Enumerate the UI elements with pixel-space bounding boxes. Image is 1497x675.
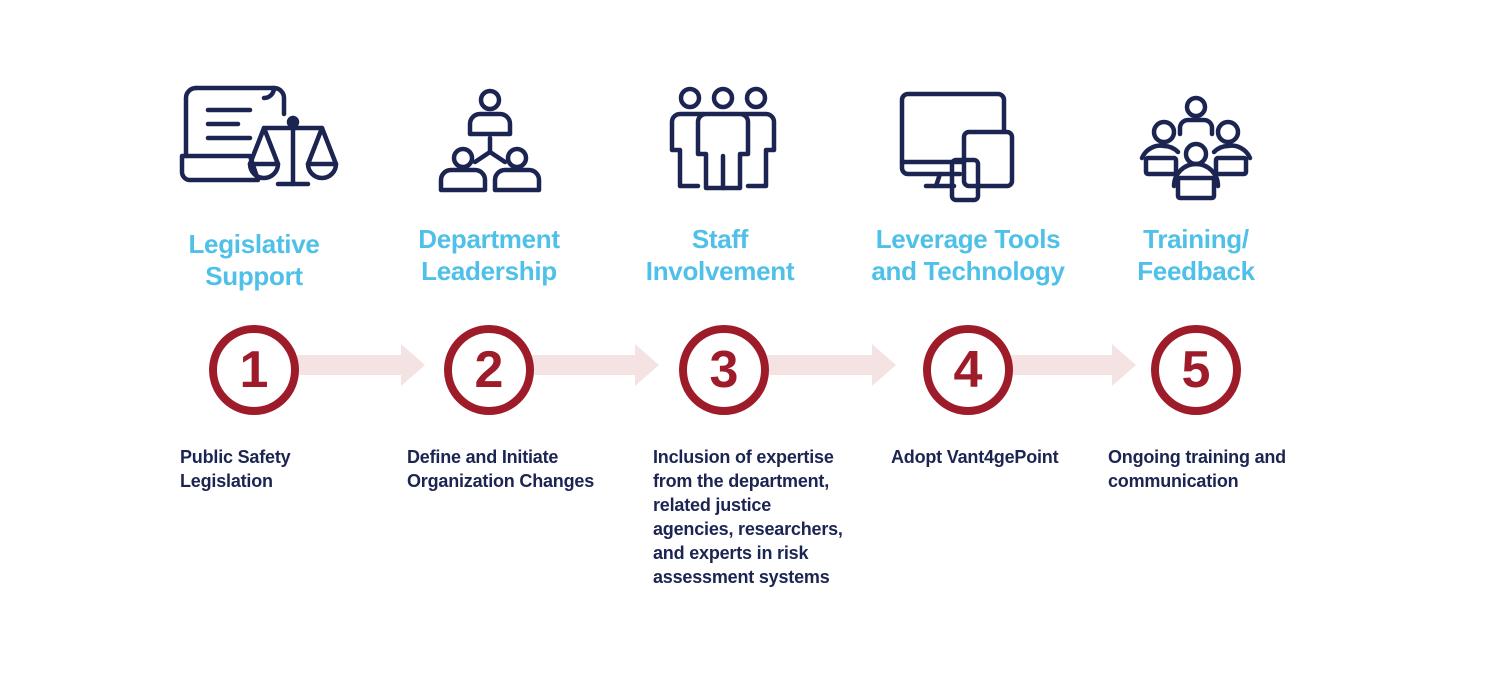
arrow-2-to-3 — [531, 344, 659, 386]
step-1-title: Legislative Support — [188, 229, 320, 291]
org-hierarchy-icon — [437, 88, 545, 194]
step-4-title: Leverage Tools and Technology — [871, 224, 1065, 286]
step-5-description: Ongoing training and communication — [1108, 447, 1286, 491]
step-3-number: 3 — [679, 325, 769, 415]
step-2-description: Define and Initiate Organization Changes — [407, 447, 595, 491]
devices-icon — [899, 90, 1016, 204]
step-1-number: 1 — [209, 325, 299, 415]
step-3-description: Inclusion of expertise from the departme… — [653, 447, 843, 587]
training-group-icon — [1138, 95, 1254, 202]
arrow-3-to-4 — [766, 344, 896, 386]
arrow-4-to-5 — [1010, 344, 1136, 386]
step-3-title: Staff Involvement — [645, 224, 795, 286]
step-5-title: Training/ Feedback — [1137, 224, 1255, 286]
step-1-description: Public Safety Legislation — [180, 447, 291, 491]
step-2-number: 2 — [444, 325, 534, 415]
step-5-number: 5 — [1151, 325, 1241, 415]
step-2-title: Department Leadership — [418, 224, 560, 286]
arrow-1-to-2 — [297, 344, 425, 386]
staff-group-icon — [668, 86, 778, 192]
legislation-scales-icon — [178, 84, 344, 190]
step-4-number: 4 — [923, 325, 1013, 415]
step-4-description: Adopt Vant4gePoint — [891, 447, 1059, 467]
